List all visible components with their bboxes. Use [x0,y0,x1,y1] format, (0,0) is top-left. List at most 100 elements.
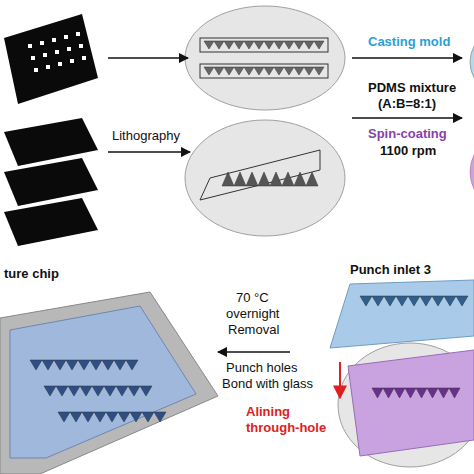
channel-pattern [274,41,284,49]
channel-pattern [126,360,138,370]
photomask [4,118,98,166]
channel-pattern [372,388,383,398]
channel-pattern [427,388,438,398]
photomask [4,198,98,246]
mask-pattern [34,68,38,72]
channel-pattern [294,41,304,49]
channel-pattern [408,296,420,306]
channel-pattern [416,388,427,398]
channel-pattern [214,41,224,49]
mask-pattern [28,44,32,48]
channel-pattern [106,412,118,422]
channel-pattern [104,386,116,396]
channel-pattern [94,412,106,422]
channel-pattern [274,67,284,75]
step-label: Bond with glass [222,376,313,392]
mask-pattern [82,56,86,60]
channel-pattern [394,388,405,398]
blue-layer [330,280,474,348]
channel-pattern [306,172,318,186]
step-label: 70 °C [236,290,269,306]
channel-pattern [204,67,214,75]
mold-view [185,120,345,236]
channel-pattern [246,172,258,186]
channel-pattern [224,41,234,49]
channel-pattern [258,172,270,186]
mask-pattern [64,35,68,39]
channel-pattern [44,386,56,396]
mask-pattern [67,47,71,51]
channel-pattern [383,388,394,398]
photomask [4,14,98,104]
channel-pattern [90,360,102,370]
channel-pattern [234,67,244,75]
chip-view [470,124,474,220]
channel-pattern [66,360,78,370]
channel-pattern [304,67,314,75]
align-arrow [339,362,341,398]
channel-pattern [68,386,80,396]
channel-pattern [234,172,246,186]
photomask [4,158,98,206]
pdms-chip [10,306,196,458]
mold-view [185,6,345,110]
channel-pattern [142,412,154,422]
layer-view [338,343,474,467]
channel-pattern [282,172,294,186]
mask-pattern [46,65,50,69]
step-label: overnight [226,306,279,322]
channel-pattern [284,67,294,75]
step-arrow [352,117,462,119]
channel-pattern [384,296,396,306]
channel-pattern [118,412,130,422]
channel-pattern [264,67,274,75]
step-label: Removal [228,322,279,338]
channel-pattern [130,412,142,422]
channel-pattern [214,67,224,75]
channel-pattern [78,360,90,370]
mask-pattern [70,59,74,63]
channel-pattern [154,412,166,422]
channel-pattern [396,296,408,306]
channel-pattern [449,388,460,398]
channel-pattern [294,172,306,186]
mask-pattern [76,32,80,36]
channel-pattern [432,296,444,306]
step-label: PDMS mixture [368,80,456,96]
step-arrow [218,351,290,353]
channel-pattern [438,388,449,398]
chip-view [470,18,474,106]
channel-pattern [254,67,264,75]
channel-pattern [82,412,94,422]
channel-pattern [420,296,432,306]
step-label: Spin-coating [368,126,447,142]
channel-pattern [264,41,274,49]
channel-pattern [92,386,104,396]
step-arrow [352,57,462,59]
channel-pattern [140,386,152,396]
channel-pattern [128,386,140,396]
step-label: (A:B=8:1) [378,96,436,112]
channel-pattern [56,386,68,396]
channel-pattern [314,67,324,75]
channel-pattern [234,41,244,49]
step-label: 1100 rpm [380,143,436,159]
channel [200,38,328,52]
mask-pattern [79,44,83,48]
mask-pattern [43,53,47,57]
purple-layer [348,350,474,456]
channel-pattern [42,360,54,370]
channel-pattern [304,41,314,49]
channel-pattern [58,412,70,422]
channel-pattern [360,296,372,306]
channel-pattern [294,67,304,75]
step-arrow [108,57,188,59]
channel-pattern [270,172,282,186]
step-arrow [108,151,190,153]
channel-pattern [444,296,456,306]
step-label: Casting mold [368,34,450,50]
channel-pattern [244,41,254,49]
glass-slide [0,292,218,474]
mask-pattern [40,41,44,45]
